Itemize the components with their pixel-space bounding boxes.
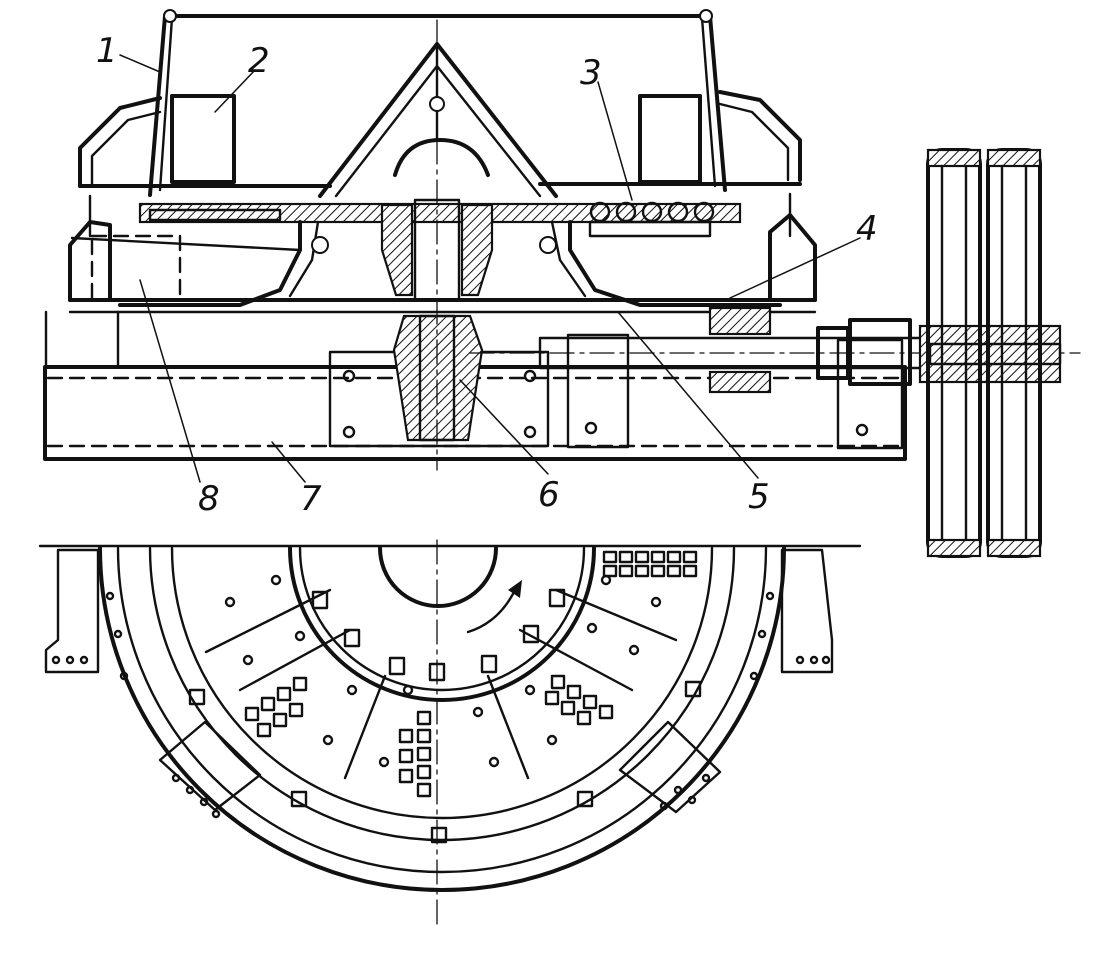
- callout-3: 3: [580, 53, 602, 93]
- scraper-blocks: [170, 94, 702, 184]
- inner-ring-blocks: [188, 588, 702, 844]
- distributor-cone: [318, 42, 558, 198]
- mounting-holes: [105, 574, 775, 819]
- callout-labels: 1 2 3 4 5 6 7 8: [96, 31, 878, 519]
- callout-4: 4: [856, 209, 878, 249]
- callout-5: 5: [748, 477, 770, 517]
- callout-2: 2: [248, 41, 270, 81]
- callout-7: 7: [300, 479, 322, 519]
- hopper: [148, 9, 727, 197]
- drive-pulleys: [926, 148, 1042, 558]
- plan-view: [38, 539, 862, 931]
- central-hub: [311, 19, 557, 471]
- leader-lines: [119, 54, 861, 483]
- callout-1: 1: [96, 31, 118, 71]
- square-openings: [244, 550, 698, 798]
- callout-8: 8: [198, 479, 220, 519]
- section-view: [43, 9, 1081, 558]
- callout-6: 6: [538, 475, 560, 515]
- rotating-pan: [118, 201, 782, 307]
